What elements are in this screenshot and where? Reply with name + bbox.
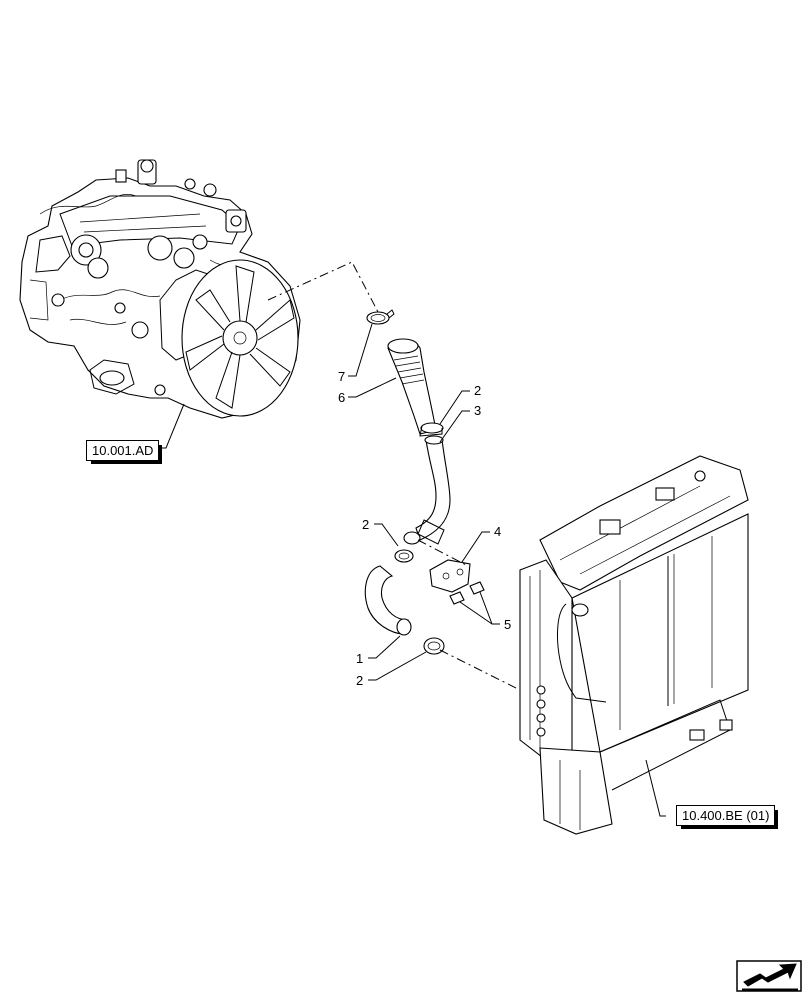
callout-6: 6 — [338, 390, 345, 405]
upper-radiator-hose-6 — [387, 338, 437, 435]
lower-radiator-hose-1 — [364, 565, 412, 636]
assembly-center-lines — [267, 261, 521, 691]
hose-clamp-2-lower — [423, 637, 445, 655]
radiator-reference-link[interactable]: 10.400.BE (01) — [676, 805, 779, 829]
callout-1: 1 — [356, 651, 363, 666]
bolts-5 — [449, 581, 485, 605]
callout-5: 5 — [504, 617, 511, 632]
callout-2-upper: 2 — [474, 383, 481, 398]
callout-4: 4 — [494, 524, 501, 539]
coolant-tube-3 — [403, 435, 451, 545]
hose-clamp-7 — [366, 309, 395, 325]
callout-2-lower: 2 — [356, 673, 363, 688]
mounting-bracket-4 — [429, 559, 471, 593]
hose-clamp-2-upper — [419, 422, 444, 437]
callout-leaders — [160, 323, 666, 817]
callout-7: 7 — [338, 369, 345, 384]
callout-2-middle: 2 — [362, 517, 369, 532]
next-page-arrow-icon[interactable] — [736, 960, 804, 994]
hose-clamp-2-middle — [394, 549, 414, 563]
engine-reference-link[interactable]: 10.001.AD — [86, 440, 163, 464]
callout-3: 3 — [474, 403, 481, 418]
engine-assembly — [19, 159, 301, 419]
radiator-assembly — [519, 455, 749, 835]
